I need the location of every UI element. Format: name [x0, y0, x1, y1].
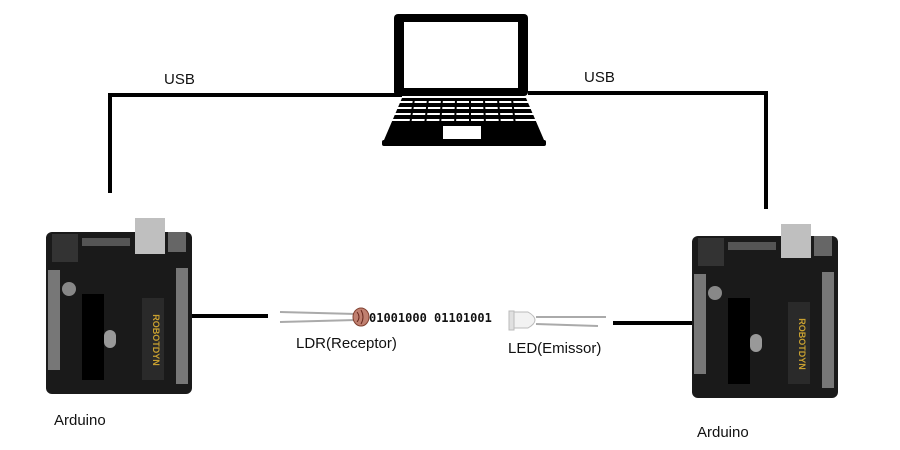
usb-cable-right [528, 91, 768, 209]
arduino-label-right: Arduino [697, 424, 749, 441]
arduino-board-left: ROBOTDYN [46, 218, 192, 394]
arduino-board-right: ROBOTDYN [692, 224, 838, 398]
usb-label-right: USB [584, 69, 615, 86]
ldr-sensor-icon [279, 307, 370, 327]
arduino-label-left: Arduino [54, 412, 106, 429]
board-brand-left: ROBOTDYN [151, 314, 161, 366]
led-emitter-icon [508, 310, 606, 331]
binary-signal: 01001000 01101001 [369, 311, 492, 325]
ldr-label: LDR(Receptor) [296, 335, 397, 352]
usb-cables [108, 91, 768, 325]
laptop-icon [382, 14, 546, 146]
usb-cable-left [108, 93, 402, 193]
board-brand-right: ROBOTDYN [797, 318, 807, 370]
led-label: LED(Emissor) [508, 340, 602, 357]
usb-label-left: USB [164, 71, 195, 88]
